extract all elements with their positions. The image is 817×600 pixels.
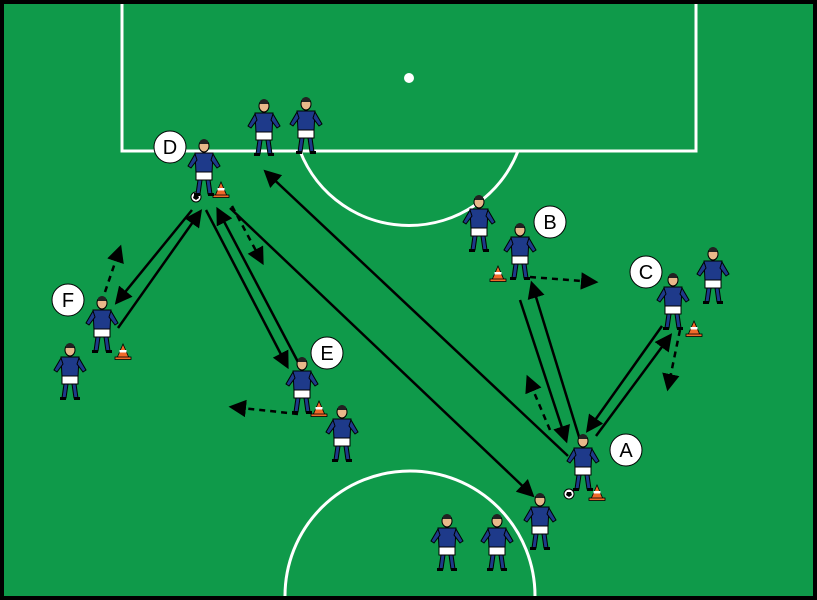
arrow-a-to-goal	[263, 169, 569, 457]
arrow-d-to-e	[204, 209, 289, 370]
run-e	[228, 399, 299, 418]
label-f-text: F	[62, 290, 74, 312]
ball-a	[563, 488, 575, 500]
penalty-spot	[404, 73, 414, 83]
label-e: E	[310, 336, 344, 370]
penalty-box	[120, 4, 698, 153]
run-f	[103, 244, 124, 293]
run-arrows	[103, 205, 682, 431]
center-circle-arc	[283, 469, 537, 597]
label-a: A	[609, 433, 643, 467]
label-f: F	[51, 283, 85, 317]
label-b: B	[533, 205, 567, 239]
run-a	[525, 374, 552, 431]
arrow-c-to-a	[585, 325, 664, 433]
position-labels: A B C D E F	[51, 130, 663, 467]
pass-arrows	[114, 169, 673, 498]
label-d-text: D	[163, 137, 177, 159]
arrow-a-to-b	[527, 280, 582, 441]
label-a-text: A	[619, 440, 633, 462]
arrow-f-to-d	[116, 209, 203, 329]
penalty-arc	[298, 150, 520, 227]
pitch-markings	[120, 4, 698, 597]
run-c	[662, 329, 682, 392]
arrow-a-to-c	[594, 333, 673, 437]
pitch-surface	[4, 4, 813, 596]
arrow-b-to-a	[518, 299, 570, 444]
arrow-d-to-f	[114, 209, 193, 305]
label-e-text: E	[320, 343, 333, 365]
label-c: C	[629, 255, 663, 289]
label-c-text: C	[639, 262, 653, 284]
arrow-d-to-a-area	[229, 207, 535, 498]
label-d: D	[153, 130, 187, 164]
arrow-e-to-d	[216, 206, 300, 363]
label-b-text: B	[543, 212, 556, 234]
